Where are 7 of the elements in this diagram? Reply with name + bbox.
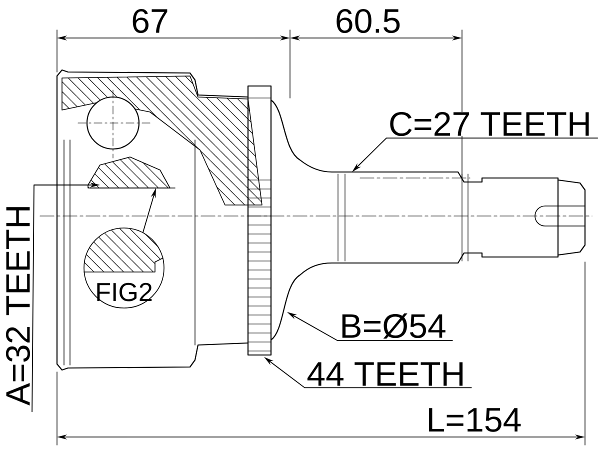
- dimension-label: 67: [132, 8, 168, 34]
- dimension-label: 60.5: [336, 8, 400, 34]
- dimension-label: L=154: [429, 408, 521, 432]
- callout-text: C=27 TEETH: [388, 112, 592, 136]
- callout-text: B=Ø54: [340, 313, 446, 339]
- callout-text: A=32 TEETH: [6, 204, 30, 406]
- callout-text: 44 TEETH: [306, 362, 466, 386]
